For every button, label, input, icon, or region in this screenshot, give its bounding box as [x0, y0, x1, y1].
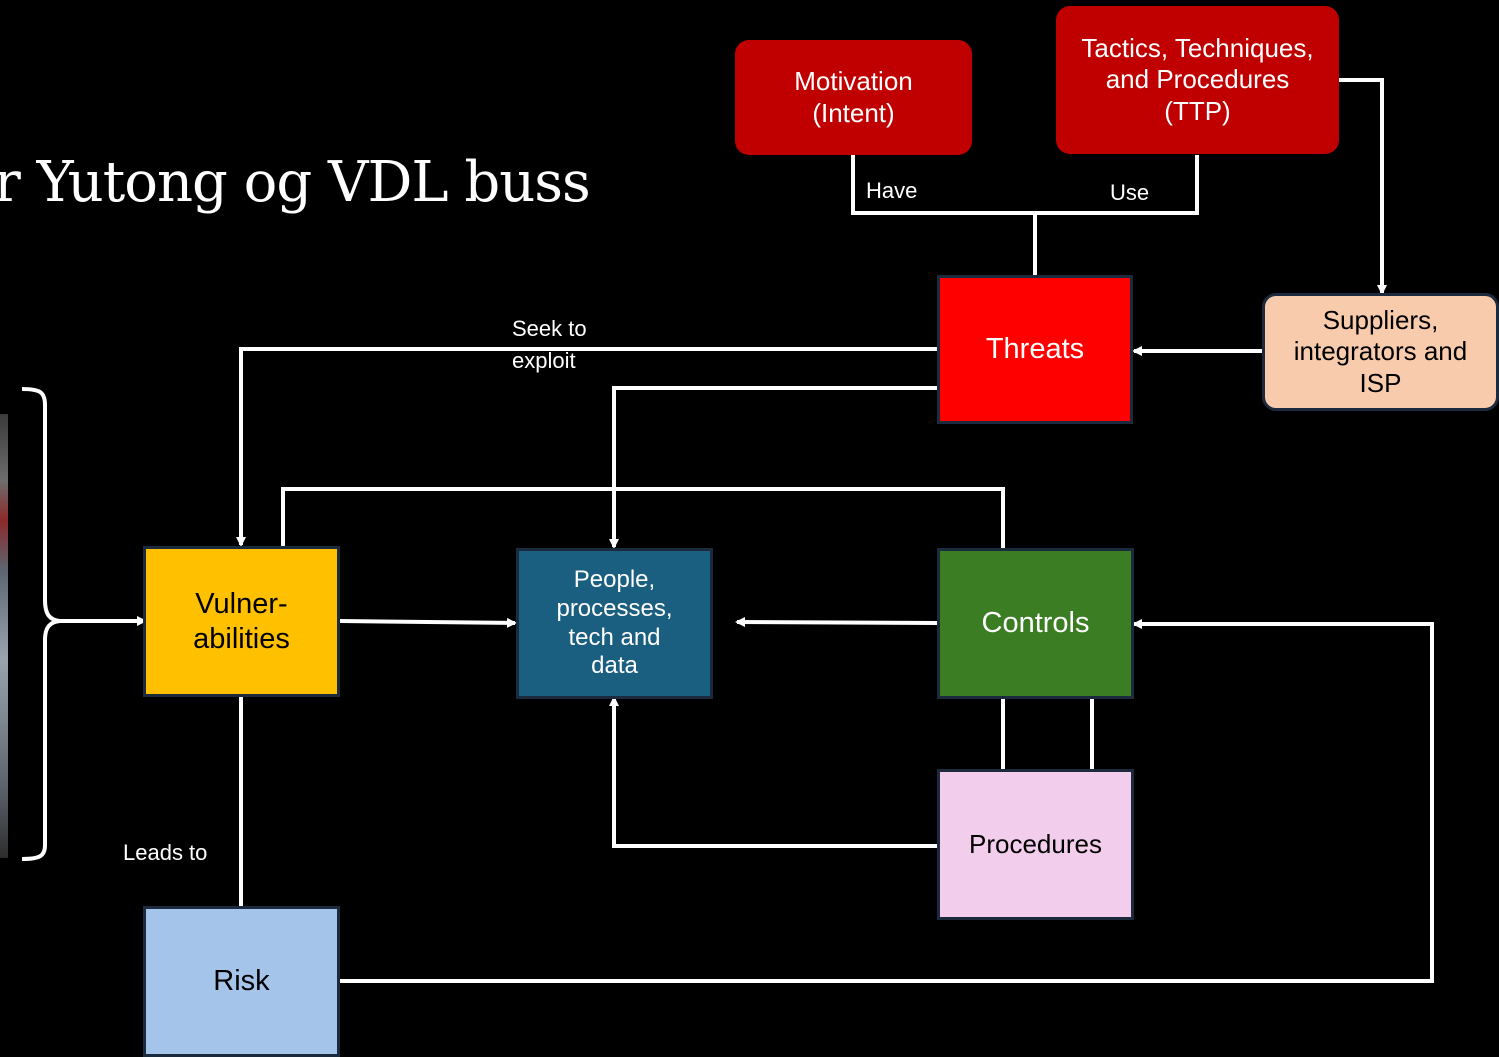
edge-motivation-threats — [851, 155, 1037, 275]
edge-controls-assets — [735, 617, 939, 628]
node-threats: Threats — [937, 275, 1133, 424]
edge-procedures-assets — [609, 696, 955, 848]
node-risk: Risk — [143, 906, 340, 1057]
edge-label-seek-line2: exploit — [512, 348, 576, 373]
node-vulnerabilities: Vulner- abilities — [143, 546, 340, 697]
node-suppliers-label: Suppliers, integrators and ISP — [1293, 305, 1468, 398]
edge-label-seek-line1: Seek to — [512, 316, 587, 341]
edge-label-have: Have — [866, 178, 918, 203]
edge-label-use: Use — [1110, 180, 1150, 205]
node-ttp: Tactics, Techniques, and Procedures (TTP… — [1056, 6, 1339, 154]
edge-vulnerabilities-controls — [281, 487, 1005, 550]
edge-ttp-suppliers — [1338, 78, 1387, 295]
node-ttp-label: Tactics, Techniques, and Procedures (TTP… — [1081, 33, 1314, 126]
slide-title: r Yutong og VDL buss — [0, 150, 591, 215]
edge-threats-vulnerabilities — [236, 347, 938, 547]
node-motivation-label: Motivation (Intent) — [794, 66, 913, 128]
node-procedures-label: Procedures — [969, 828, 1102, 859]
edge-ttp-threats — [1035, 155, 1199, 215]
node-controls-label: Controls — [981, 607, 1090, 640]
node-suppliers: Suppliers, integrators and ISP — [1262, 293, 1499, 411]
edge-vulnerabilities-assets — [339, 617, 517, 628]
node-vulnerabilities-label-line1: Vulner- — [195, 587, 288, 620]
node-assets: People, processes, tech and data — [516, 548, 713, 699]
node-procedures: Procedures — [937, 769, 1134, 920]
node-vulnerabilities-label-line2: abilities — [193, 622, 290, 655]
curly-bracket — [21, 387, 61, 861]
edge-label-leads-to: Leads to — [123, 840, 208, 865]
node-motivation: Motivation (Intent) — [735, 40, 972, 155]
edge-threats-assets — [609, 386, 938, 549]
node-assets-label: People, processes, tech and data — [556, 565, 673, 680]
node-risk-label: Risk — [213, 965, 270, 998]
node-controls: Controls — [937, 548, 1134, 699]
bus-photo-fragment — [0, 414, 8, 858]
node-threats-label: Threats — [985, 333, 1085, 366]
edge-risk-controls — [340, 619, 1434, 983]
